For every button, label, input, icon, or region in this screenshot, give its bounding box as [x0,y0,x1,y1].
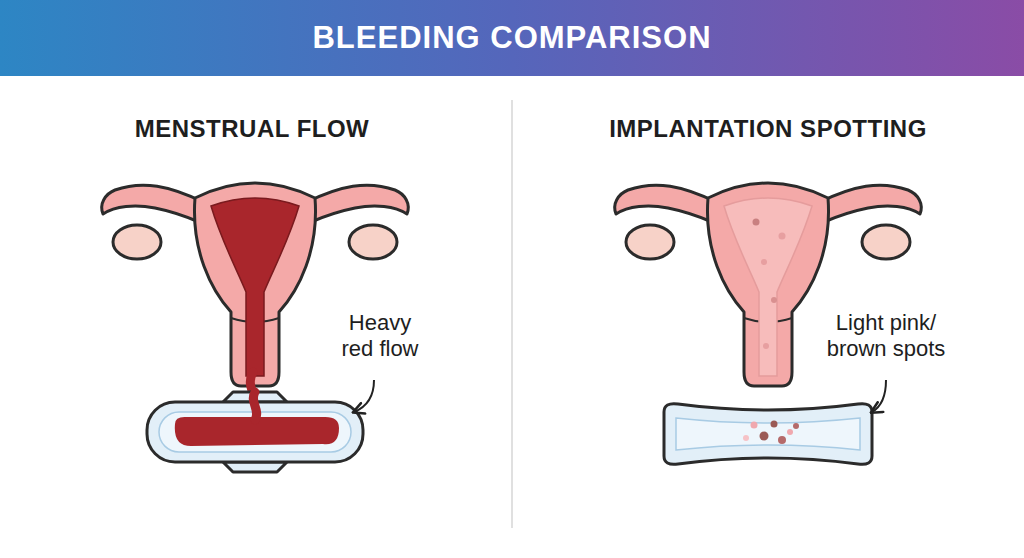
menstrual-pad [147,392,363,472]
callout-label-box: Light pink/ brown spots [822,310,950,363]
callout-label-box: Heavy red flow [330,310,430,363]
divider-line [511,100,513,528]
panel-heading: IMPLANTATION SPOTTING [558,115,978,144]
header-band: BLEEDING COMPARISON [0,0,1024,76]
callout-label: Light pink/ brown spots [822,310,950,363]
panel-heading: MENSTRUAL FLOW [42,115,462,144]
callout-arrow [354,380,374,412]
callout-arrow [872,380,886,412]
page-title: BLEEDING COMPARISON [0,0,1024,76]
implantation-pad [664,404,872,465]
panel-heading-box: IMPLANTATION SPOTTING [558,115,978,144]
panel-heading-box: MENSTRUAL FLOW [42,115,462,144]
callout-label: Heavy red flow [330,310,430,363]
